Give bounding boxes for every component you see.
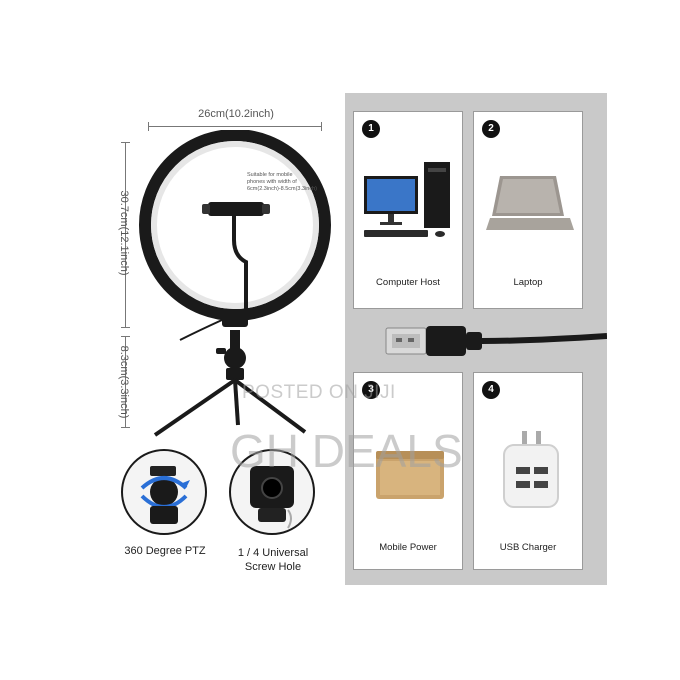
card-label: Laptop (513, 277, 543, 288)
ptz-feature-label: 360 Degree PTZ (124, 545, 206, 557)
watermark-line-1: POSTED ON JIJI (242, 382, 396, 403)
ptz-closeup-image (121, 449, 207, 535)
ring-light-diffuser (151, 141, 319, 309)
phone-holder (208, 202, 264, 216)
height-dimension-label: 30.7cm(12.1inch) (118, 190, 130, 276)
stand-dimension-label: 8.3cm(3.3inch) (118, 345, 130, 419)
card-label: Computer Host (376, 277, 440, 288)
device-card-mobile-power: 3 Mobile Power (353, 372, 463, 570)
card-label: Mobile Power (379, 542, 437, 553)
screw-hole-closeup-image (229, 449, 315, 535)
tripod-leg-right (233, 378, 307, 434)
watermark-line-2: GH DEALS (230, 425, 463, 477)
stand-dimension-line (121, 336, 130, 428)
card-number-badge: 1 (362, 120, 380, 138)
power-bank-icon (376, 451, 444, 499)
gooseneck-arm (232, 216, 248, 320)
screw-hole-feature-label: 1 / 4 Universal Screw Hole (237, 547, 309, 573)
device-card-usb-charger: 4 USB Charger (473, 372, 583, 570)
laptop-icon (486, 176, 574, 230)
card-label: USB Charger (499, 542, 557, 553)
width-dimension-line (148, 122, 322, 131)
card-number-badge: 2 (482, 120, 500, 138)
computer-icon (364, 162, 450, 237)
usb-charger-icon (503, 431, 559, 508)
device-card-computer-host: 1 Computer Host (353, 111, 463, 309)
screw-hole-icon (287, 509, 292, 529)
width-dimension-label: 26cm(10.2inch) (198, 108, 274, 120)
ball-head (224, 347, 246, 369)
height-dimension-line (121, 142, 130, 328)
tripod-leg-center (233, 379, 240, 426)
card-number-badge: 3 (362, 381, 380, 399)
card-number-badge: 4 (482, 381, 500, 399)
device-card-laptop: 2 Laptop (473, 111, 583, 309)
tripod-leg-left (153, 378, 237, 437)
usb-cable-icon (385, 326, 607, 356)
phone-clip-note: Suitable for mobile phones with width of… (247, 172, 317, 192)
ring-light-illustration (139, 130, 331, 437)
